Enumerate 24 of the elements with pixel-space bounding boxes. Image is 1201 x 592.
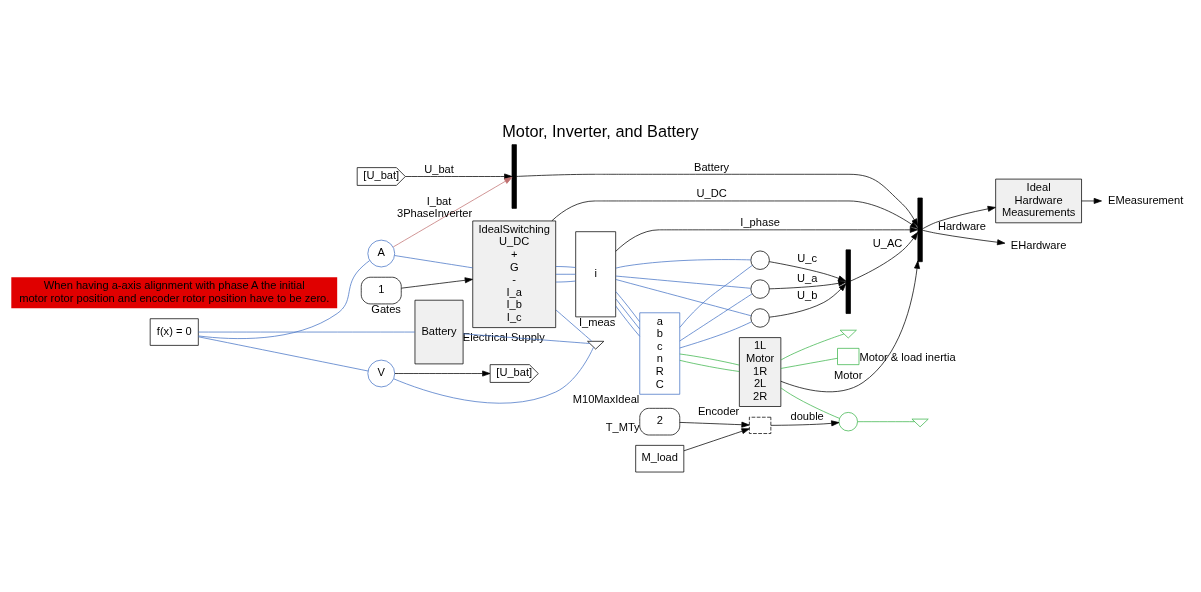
edge-label: I_phase — [740, 215, 780, 228]
edge-label: Battery — [694, 160, 730, 173]
edge-label: Motor — [834, 368, 863, 381]
node-text: EHardware — [1010, 238, 1067, 251]
diagram-title: Motor, Inverter, and Battery — [502, 121, 699, 140]
label: When having a-axis alignment with phase A the initial motor rotor position and encoder rotor position have to be zero. — [19, 278, 330, 304]
node-label: 3PhaseInverter — [396, 206, 473, 219]
node-label: T_MTy — [605, 420, 640, 433]
edge-label: U_c — [797, 251, 818, 264]
edge-label: Hardware — [937, 219, 986, 232]
edge-label: double — [790, 409, 824, 422]
edge-label: I_bat — [426, 194, 452, 207]
node-label: Electrical Supply — [462, 330, 545, 343]
edge-label: U_a — [796, 271, 818, 284]
edge-label: U_bat — [424, 162, 454, 175]
node-label: Gates — [371, 302, 401, 315]
edge-label: U_b — [796, 288, 818, 301]
node-text: EMeasurement — [1108, 193, 1184, 206]
node-label: I_meas — [578, 315, 616, 328]
edge-label: U_DC — [696, 186, 727, 199]
edge-label: U_AC — [872, 236, 903, 249]
node-label: M10MaxIdeal — [572, 392, 640, 405]
node-label: Encoder — [697, 404, 740, 417]
node-label: Motor & load inertia — [859, 350, 956, 363]
